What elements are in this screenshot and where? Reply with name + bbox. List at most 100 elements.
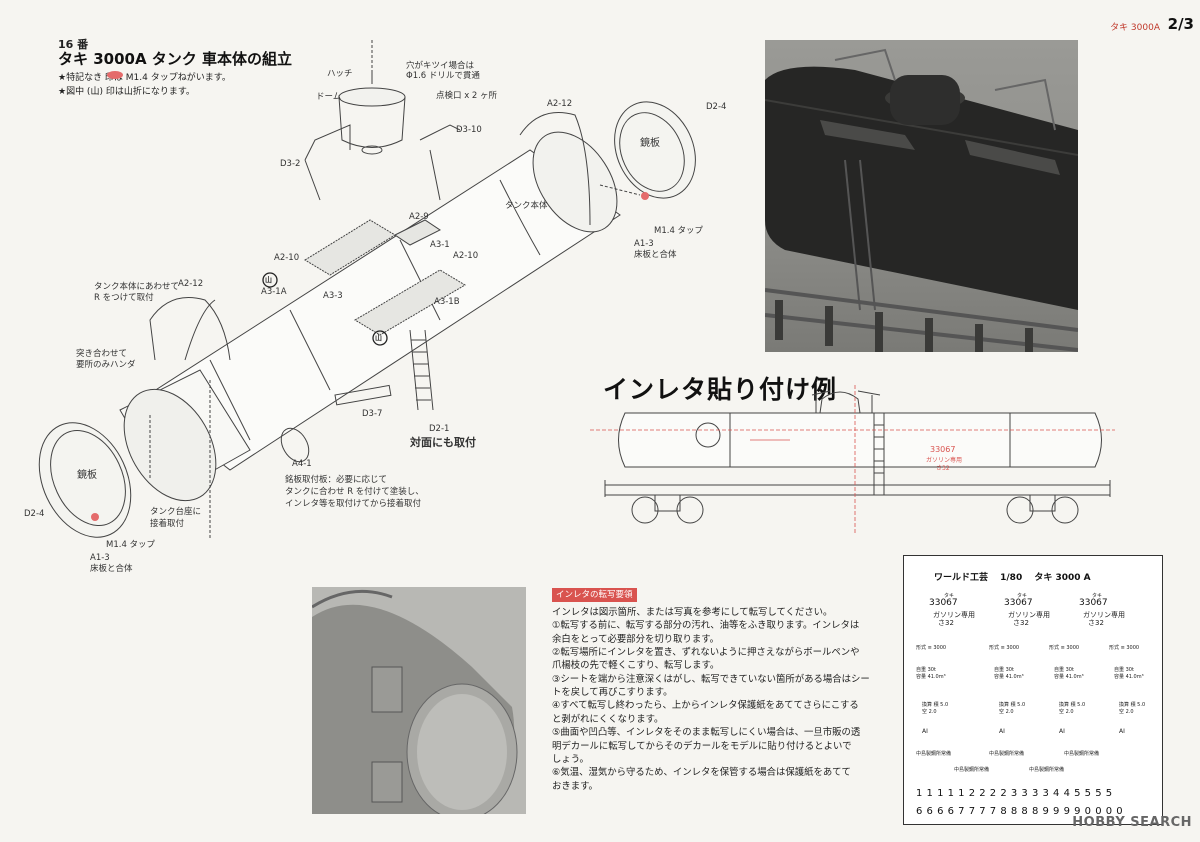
label-fit-note-2: R をつけて取付 [94, 293, 154, 303]
tank-model-photo-top [765, 40, 1078, 352]
decal-spec: 換算 積 5.0 [1119, 702, 1146, 708]
label-inspection: 点検口 x 2 ヶ所 [436, 91, 498, 101]
transfer-line: しょう。 [552, 753, 589, 765]
page-label: タキ 3000A [1110, 23, 1160, 33]
transfer-line: 余白をとって必要部分を切り取ります。 [552, 633, 720, 645]
decal-type: 形式 ≡ 3000 [989, 645, 1020, 651]
decal-spec: 自重 30t [916, 667, 936, 673]
label-d3-7: D3-7 [362, 409, 383, 419]
label-saddle-1: タンク台座に [150, 507, 202, 517]
transfer-heading: インレタの転写要領 [552, 588, 637, 603]
label-floor-left: 床板と合体 [90, 564, 133, 574]
yama-mark-1: 山 [265, 276, 272, 284]
label-d2-4-top: D2-4 [706, 102, 727, 112]
decal-spec: 容量 41.0m³ [1054, 674, 1084, 680]
decal-digits-row2: 6 6 6 6 7 7 7 7 8 8 8 8 9 9 9 9 0 0 0 0 [916, 806, 1124, 817]
decal-number: 33067 [929, 598, 958, 608]
label-kagami-top: 鏡板 [640, 138, 660, 149]
label-plate-3: インレタ等を取付けてから接着取付 [285, 499, 422, 509]
label-plate-1: 銘板取付板：必要に応じて [285, 475, 388, 485]
label-hole-note-1: 穴がキツイ場合は [406, 61, 475, 71]
label-a2-10-right: A2-10 [453, 251, 479, 261]
transfer-line: ②転写場所にインレタを置き、ずれないように押さえながらボールペンや [552, 647, 860, 659]
transfer-line: おきます。 [552, 780, 598, 792]
decal-digits-row1: 1 1 1 1 1 2 2 2 2 3 3 3 3 4 4 5 5 5 5 [916, 788, 1113, 799]
decal-station: 中島製鋼所常備 [916, 751, 952, 757]
label-a3-1a: A3-1A [261, 287, 287, 297]
transfer-instructions: インレタの転写要領 インレタは図示箇所、または写真を参考にして転写してください。… [552, 588, 882, 793]
label-a1-3-top: A1-3 [634, 239, 654, 249]
decal-spec: 自重 30t [994, 667, 1014, 673]
label-a1-3-left: A1-3 [90, 553, 110, 563]
page-title: タキ 3000A タンク 車本体の組立 [58, 50, 293, 68]
label-d2-1: D2-1 [429, 424, 450, 434]
decal-sub2: さ32 [1088, 619, 1104, 627]
elevation-car-number: 33067 [930, 445, 955, 454]
transfer-line: ③シートを端から注意深くはがし、転写できていない箇所がある場合はシー [552, 673, 870, 685]
label-fit-note-1: タンク本体にあわせて [94, 282, 180, 292]
decal-spec: 空 2.0 [922, 709, 937, 715]
decal-spec: 自重 30t [1114, 667, 1134, 673]
decal-spec: 容量 41.0m³ [994, 674, 1024, 680]
decal-spec: 自重 30t [1054, 667, 1074, 673]
decal-taki: タキ [944, 593, 955, 599]
decal-spec: 換算 積 5.0 [999, 702, 1026, 708]
label-d3-2: D3-2 [280, 159, 301, 169]
decal-number: 33067 [1079, 598, 1108, 608]
transfer-line: ④すべて転写し終わったら、上からインレタ保護紙をあててさらにこする [552, 700, 859, 712]
page-number: 2/3 [1167, 15, 1194, 33]
transfer-line: ⑤曲面や凹凸等、インレタをそのまま転写しにくい場合は、一旦市販の透 [552, 727, 861, 739]
label-hole-note-2: Φ1.6 ドリルで貫通 [406, 71, 480, 81]
decal-ai: AI [922, 728, 928, 735]
transfer-line: インレタは図示箇所、または写真を参考にして転写してください。 [552, 607, 833, 619]
decal-header: ワールド工芸 1/80 タキ 3000 A [934, 573, 1091, 583]
decal-station: 中島製鋼所常備 [989, 751, 1025, 757]
label-a3-1: A3-1 [430, 240, 450, 250]
inleta-example-title: インレタ貼り付け例 [603, 375, 838, 404]
decal-station: 中島製鋼所常備 [954, 767, 990, 773]
decal-sub: ガソリン専用 [1083, 611, 1125, 619]
decal-sheet: ワールド工芸 1/80 タキ 3000 A タキ 33067 ガソリン専用 さ3… [903, 555, 1163, 825]
label-a2-10-left: A2-10 [274, 253, 300, 263]
side-elevation-drawing: 33067 ガソリン専用 さ32 [590, 385, 1115, 535]
label-a2-12-left: A2-12 [178, 279, 204, 289]
decal-spec: 換算 積 5.0 [922, 702, 949, 708]
decal-type: 形式 ≡ 3000 [1049, 645, 1080, 651]
yama-mark-2: 山 [375, 334, 382, 342]
decal-sub: ガソリン専用 [1008, 611, 1050, 619]
transfer-line: 爪楊枝の先で軽くこすり、転写します。 [552, 660, 720, 672]
decal-spec: 空 2.0 [1059, 709, 1074, 715]
elevation-car-sub: ガソリン専用 [926, 456, 962, 464]
decal-taki: タキ [1017, 593, 1028, 599]
label-a2-12-top: A2-12 [547, 99, 573, 109]
label-hatch: ハッチ [327, 69, 353, 79]
decal-ai: AI [999, 728, 1005, 735]
label-d2-4-left: D2-4 [24, 509, 45, 519]
decal-type: 形式 ≡ 3000 [1109, 645, 1140, 651]
transfer-line: と剥がれにくくなります。 [552, 713, 664, 725]
label-kagami-left: 鏡板 [77, 470, 97, 481]
step-number: 16 番 [58, 38, 89, 51]
label-butt-2: 要所のみハンダ [76, 360, 136, 370]
note-tap: ★特記なき 印は M1.4 タップねがいます。 [58, 73, 231, 83]
note-fold: ★図中 (山) 印は山折になります。 [58, 87, 195, 97]
label-dome: ドーム [316, 92, 342, 102]
label-a3-1b: A3-1B [434, 297, 460, 307]
elevation-car-sub2: さ32 [936, 465, 950, 472]
decal-taki: タキ [1092, 593, 1103, 599]
label-d3-10: D3-10 [456, 125, 482, 135]
transfer-line: ①転写する前に、転写する部分の汚れ、油等をふき取ります。インレタは [552, 620, 860, 632]
transfer-line: ⑥気温、湿気から守るため、インレタを保管する場合は保護紙をあてて [552, 767, 851, 779]
watermark: HOBBY SEARCH [1072, 815, 1192, 830]
decal-spec: 換算 積 5.0 [1059, 702, 1086, 708]
label-opposite: 対面にも取付 [410, 436, 476, 449]
label-saddle-2: 接着取付 [150, 519, 185, 529]
label-a3-3: A3-3 [323, 291, 343, 301]
decal-spec: 容量 41.0m³ [1114, 674, 1144, 680]
decal-spec: 空 2.0 [1119, 709, 1134, 715]
decal-sub2: さ32 [1013, 619, 1029, 627]
label-floor-top: 床板と合体 [634, 250, 677, 260]
label-tank-body: タンク本体 [505, 201, 548, 211]
transfer-line: トを戻して再びこすります。 [552, 687, 673, 699]
label-m14-top: M1.4 タップ [654, 226, 704, 236]
